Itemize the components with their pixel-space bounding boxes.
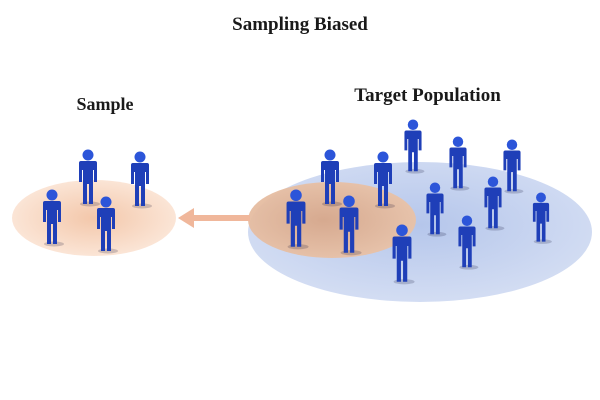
person-icon bbox=[374, 151, 395, 209]
person-icon bbox=[97, 196, 118, 254]
sample-ellipse bbox=[12, 180, 176, 256]
person-icon bbox=[532, 192, 552, 244]
diagram-title: Sampling Biased bbox=[232, 14, 368, 35]
target-population-label: Target Population bbox=[354, 85, 501, 106]
person-icon bbox=[449, 136, 470, 191]
person-icon bbox=[131, 151, 152, 209]
person-icon bbox=[392, 224, 415, 285]
biased-subset-ellipse bbox=[248, 182, 416, 258]
person-icon bbox=[339, 195, 362, 256]
person-icon bbox=[79, 149, 100, 207]
person-icon bbox=[286, 189, 309, 250]
person-icon bbox=[503, 139, 524, 194]
person-icon bbox=[43, 189, 64, 247]
person-icon bbox=[484, 176, 505, 231]
person-icon bbox=[404, 119, 425, 174]
sample-label: Sample bbox=[76, 94, 134, 114]
person-icon bbox=[321, 149, 342, 207]
arrow-left-icon bbox=[178, 208, 250, 228]
person-icon bbox=[426, 182, 447, 237]
person-icon bbox=[458, 215, 479, 270]
